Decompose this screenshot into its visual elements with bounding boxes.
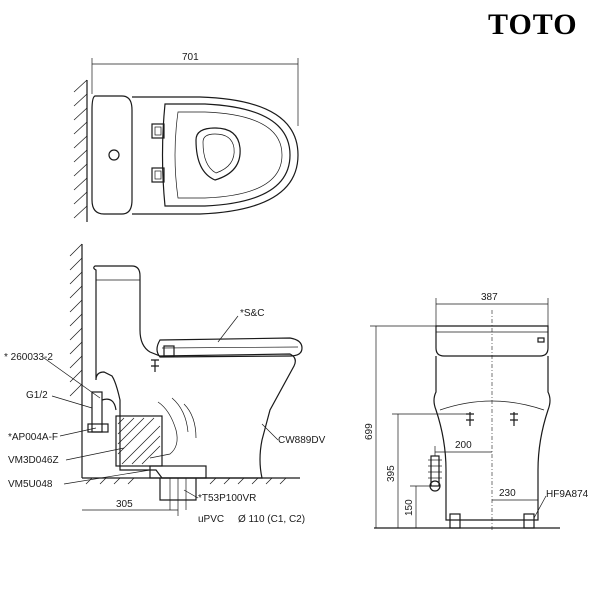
label-seat: *S&C — [240, 308, 264, 319]
dim-699: 699 — [364, 423, 375, 440]
leader-valve — [59, 427, 97, 437]
front-bolt-left — [449, 513, 461, 529]
label-upvc: uPVC — [198, 514, 224, 525]
bowl-opening — [195, 127, 241, 181]
dim-150: 150 — [404, 499, 415, 516]
flex-hose — [101, 398, 117, 411]
label-g12: G1/2 — [26, 390, 48, 401]
dim-395: 395 — [386, 465, 397, 482]
side-view-wall-hatch — [69, 243, 83, 397]
side-view: 305 * 260033-2 G1/2 *AP004A-F VM3D046Z V… — [4, 243, 326, 525]
top-view: 701 — [73, 52, 299, 222]
top-view-seat — [161, 103, 291, 207]
angle-valve — [91, 391, 103, 433]
leader-bowl — [261, 423, 279, 441]
label-vm3: VM3D046Z — [8, 455, 59, 466]
leader-bolt — [533, 495, 547, 519]
label-hose: * 260033-2 — [4, 352, 53, 363]
label-valve: *AP004A-F — [8, 432, 58, 443]
front-bolt-right — [523, 513, 535, 529]
top-view-tank — [91, 95, 133, 215]
dim-387: 387 — [481, 292, 498, 303]
leader-vm3 — [65, 447, 125, 461]
trapway — [149, 401, 178, 459]
seat-hinge-bottom — [151, 167, 165, 183]
side-view-toilet-body — [93, 265, 296, 479]
side-view-hinge — [163, 345, 175, 357]
dim-230: 230 — [499, 488, 516, 499]
front-body — [433, 356, 551, 521]
dim-305: 305 — [116, 499, 133, 510]
front-view: 387 — [364, 292, 589, 530]
label-bowl: CW889DV — [278, 435, 326, 446]
leader-g12 — [51, 395, 93, 409]
top-view-bowl — [132, 96, 299, 215]
label-vm5: VM5U048 — [8, 479, 53, 490]
label-diameter: Ø 110 (C1, C2) — [238, 514, 305, 525]
leader-vm5 — [63, 469, 151, 485]
toto-logo: TOTO — [488, 8, 578, 41]
seat-hinge-top — [151, 123, 165, 139]
flush-button — [108, 149, 120, 161]
side-drain-adapter — [115, 415, 163, 467]
side-inlet-nub — [151, 359, 159, 372]
front-button — [537, 337, 545, 343]
dim-701: 701 — [182, 52, 199, 63]
leader-seat — [217, 315, 239, 343]
label-bolt: HF9A874 — [546, 489, 589, 500]
front-inlet-right — [510, 412, 518, 426]
side-view-floor-hatch — [85, 477, 287, 485]
front-tank — [435, 325, 549, 357]
dim-200: 200 — [455, 440, 472, 451]
front-seat-edge — [439, 400, 545, 411]
label-pipe: *T53P100VR — [198, 493, 256, 504]
side-view-seat-lid — [156, 337, 303, 358]
top-view-wall-hatch — [73, 79, 88, 219]
leader-pipe — [183, 489, 199, 499]
leader-hose — [43, 357, 101, 399]
floor-flange — [149, 465, 207, 479]
